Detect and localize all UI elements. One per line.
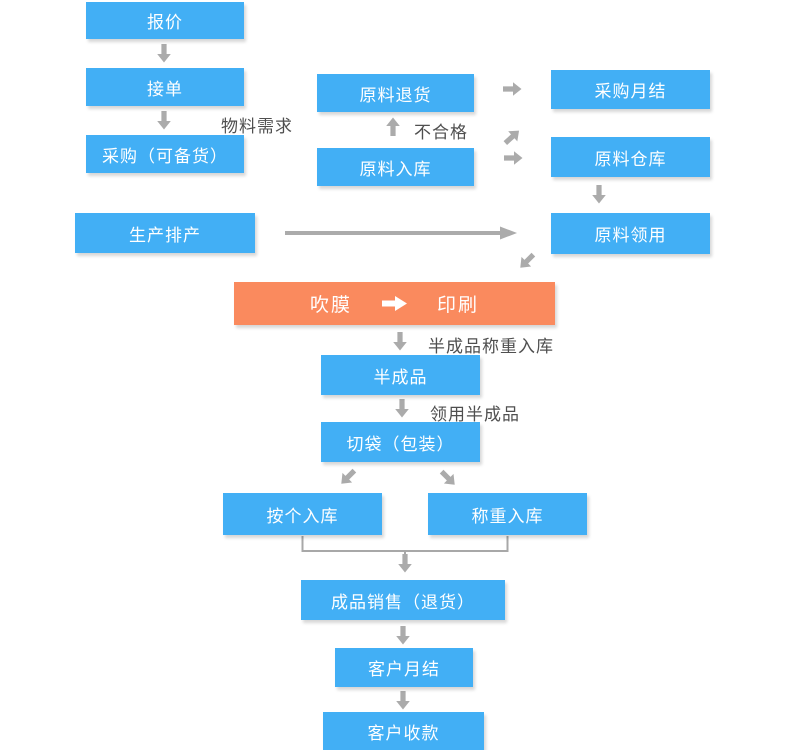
node-blow-film-printing: 吹膜 印刷 [234, 282, 555, 325]
node-production-scheduling: 生产排产 [75, 213, 255, 253]
node-quote: 报价 [86, 2, 244, 39]
node-label: 切袋（包装） [346, 434, 455, 455]
merge-connector [301, 536, 509, 557]
node-label: 原料领用 [594, 226, 667, 246]
edge-label-semi-weigh-inbound: 半成品称重入库 [428, 337, 554, 357]
arrow-up-icon [386, 117, 400, 136]
node-label: 采购（可备货） [102, 146, 228, 167]
node-label: 按个入库 [266, 506, 339, 527]
node-label: 半成品 [373, 367, 428, 388]
node-label: 生产排产 [129, 225, 201, 246]
arrow-down-left-icon [515, 249, 539, 273]
edge-label-material-demand: 物料需求 [221, 117, 293, 137]
node-material-inbound: 原料入库 [317, 148, 474, 186]
node-label: 原料仓库 [594, 149, 667, 170]
arrow-down-icon [592, 185, 606, 204]
node-inbound-by-piece: 按个入库 [223, 493, 382, 535]
node-label: 印刷 [437, 294, 480, 316]
node-label: 吹膜 [309, 294, 352, 316]
arrow-down-icon [157, 44, 171, 63]
node-material-warehouse: 原料仓库 [551, 137, 710, 177]
node-customer-payment: 客户收款 [323, 712, 484, 750]
arrow-up-right-icon [500, 125, 524, 149]
node-material-requisition: 原料领用 [551, 213, 710, 254]
node-label: 称重入库 [471, 506, 544, 527]
arrow-down-icon [396, 691, 410, 710]
node-bag-cutting: 切袋（包装） [321, 422, 480, 462]
arrow-down-icon [393, 332, 407, 351]
node-finished-sales: 成品销售（退货） [301, 580, 505, 620]
arrow-down-icon [396, 626, 410, 645]
arrow-down-icon [395, 399, 409, 418]
arrow-down-right-icon [436, 466, 460, 490]
node-label: 原料入库 [359, 159, 432, 180]
arrow-right-icon [504, 151, 523, 165]
node-receive-order: 接单 [86, 68, 244, 106]
edge-label-unqualified: 不合格 [414, 123, 468, 143]
arrow-down-icon [157, 111, 171, 130]
arrow-down-icon [398, 554, 412, 573]
node-customer-monthly: 客户月结 [335, 648, 473, 687]
node-material-return: 原料退货 [317, 74, 474, 112]
node-label: 原料退货 [359, 85, 432, 106]
node-label: 采购月结 [594, 82, 667, 102]
long-arrow-right [285, 226, 517, 240]
node-label: 成品销售（退货） [331, 592, 475, 613]
node-semi-finished: 半成品 [321, 355, 480, 395]
edge-label-requisition-semi: 领用半成品 [430, 405, 520, 425]
node-label: 报价 [147, 13, 183, 33]
node-label: 客户月结 [368, 660, 440, 680]
node-label: 接单 [147, 79, 183, 100]
right-arrow-icon [382, 296, 407, 311]
arrow-down-left-icon [336, 465, 360, 489]
node-inbound-by-weight: 称重入库 [428, 493, 587, 535]
node-purchase-monthly: 采购月结 [551, 70, 710, 109]
node-label: 客户收款 [367, 724, 440, 744]
node-purchase: 采购（可备货） [86, 135, 244, 173]
arrow-right-icon [503, 82, 522, 96]
